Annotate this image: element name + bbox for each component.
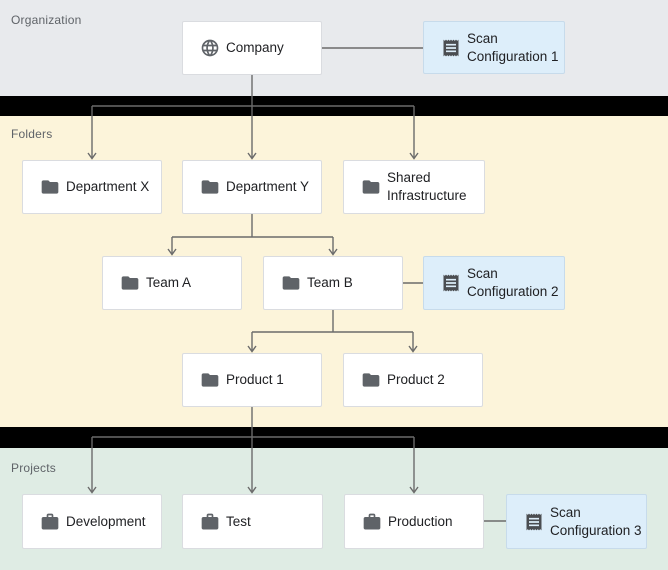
node-label: Company	[226, 40, 284, 55]
folder-icon	[361, 177, 381, 197]
folder-icon	[200, 177, 220, 197]
node-label: Product 1	[226, 372, 284, 387]
node-label: Production	[388, 513, 453, 529]
node-label: Shared Infrastructure	[387, 170, 467, 203]
folder-icon	[281, 273, 301, 293]
node-product-2: Product 2	[343, 353, 483, 407]
organization-band: Organization	[0, 0, 668, 96]
node-label: Product 2	[387, 372, 445, 387]
node-product-1: Product 1	[182, 353, 322, 407]
folder-icon	[200, 370, 220, 390]
node-development: Development	[22, 494, 162, 549]
node-production: Production	[344, 494, 484, 549]
node-label: Development	[66, 513, 146, 529]
node-company: Company	[182, 21, 322, 75]
node-team-b: Team B	[263, 256, 403, 310]
briefcase-icon	[362, 512, 382, 532]
folder-icon	[361, 370, 381, 390]
receipt-icon	[441, 273, 461, 293]
briefcase-icon	[40, 512, 60, 532]
folder-icon	[120, 273, 140, 293]
projects-band-label: Projects	[11, 461, 56, 475]
node-label: Department X	[66, 179, 150, 194]
receipt-icon	[441, 38, 461, 58]
briefcase-icon	[200, 512, 220, 532]
node-scan-configuration-2: Scan Configuration 2	[423, 256, 565, 310]
node-department-x: Department X	[22, 160, 162, 214]
node-department-y: Department Y	[182, 160, 322, 214]
separator-bar	[0, 96, 668, 116]
node-label: Scan Configuration 3	[550, 504, 642, 538]
globe-icon	[200, 38, 220, 58]
separator-bar	[0, 427, 668, 448]
folder-icon	[40, 177, 60, 197]
node-label: Scan Configuration 2	[467, 266, 559, 299]
node-team-a: Team A	[102, 256, 242, 310]
node-label: Test	[226, 513, 251, 529]
node-label: Department Y	[226, 179, 310, 194]
node-scan-configuration-1: Scan Configuration 1	[423, 21, 565, 74]
node-scan-configuration-3: Scan Configuration 3	[506, 494, 647, 549]
node-label: Team A	[146, 275, 192, 290]
folders-band-label: Folders	[11, 127, 53, 141]
node-label: Scan Configuration 1	[467, 30, 559, 64]
receipt-icon	[524, 512, 544, 532]
node-test: Test	[182, 494, 323, 549]
node-shared-infrastructure: Shared Infrastructure	[343, 160, 485, 214]
organization-band-label: Organization	[11, 13, 82, 27]
node-label: Team B	[307, 275, 353, 290]
